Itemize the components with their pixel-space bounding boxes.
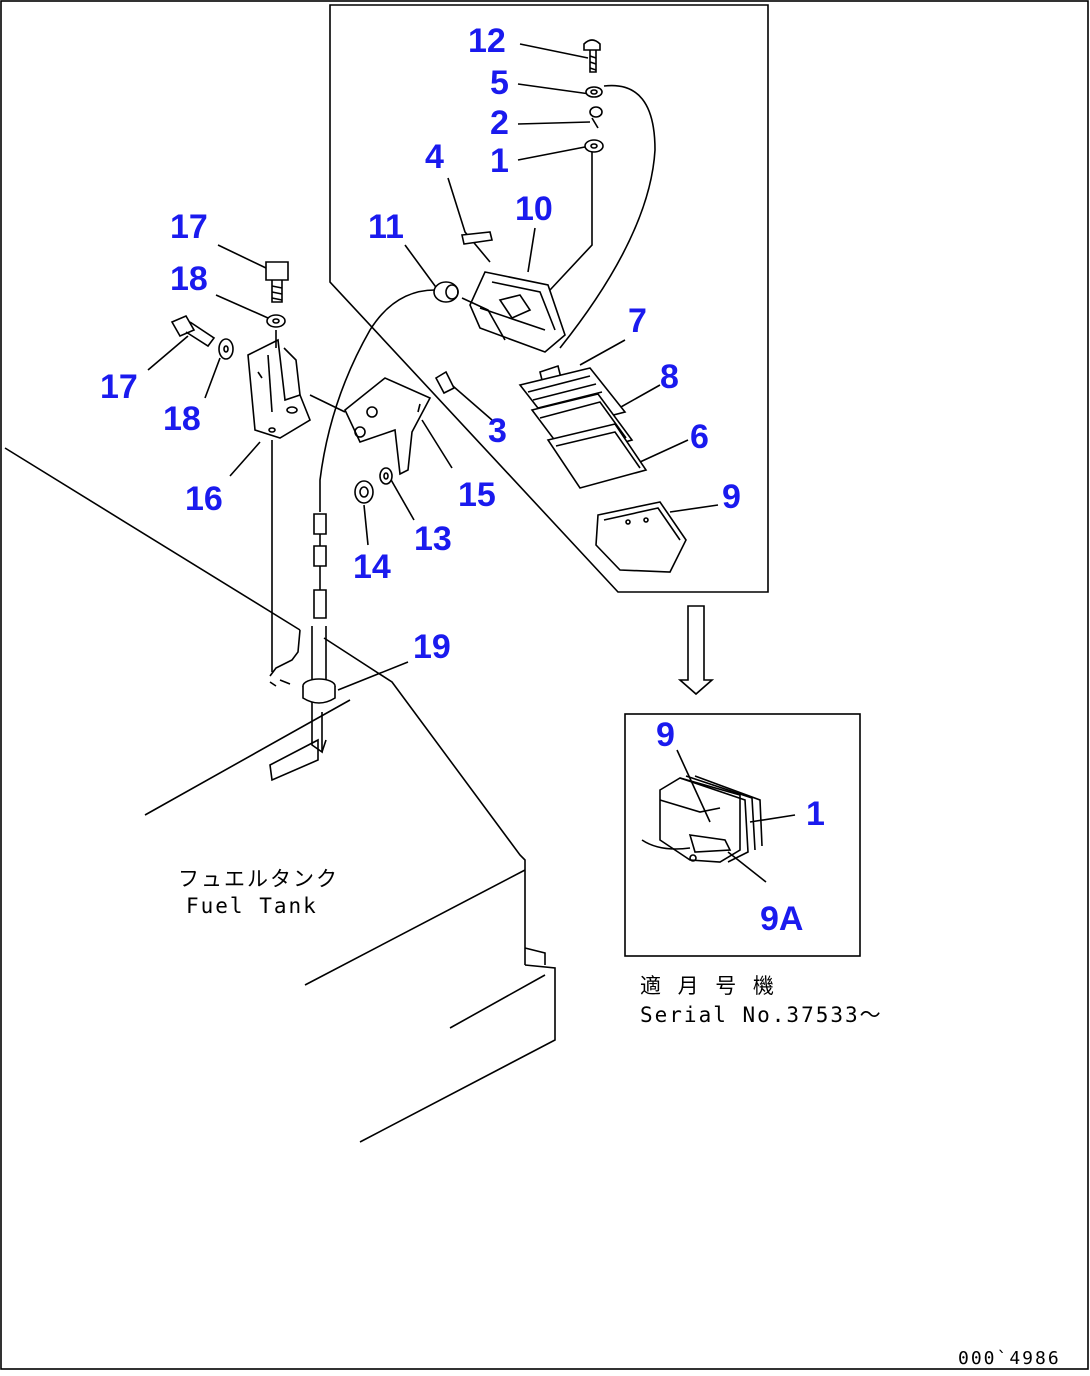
callout-10: 10 <box>515 190 553 228</box>
callout-12: 12 <box>468 22 506 60</box>
wire-connectors <box>311 513 327 680</box>
callout-17-top: 17 <box>170 208 208 246</box>
fuel-tank-label-en: Fuel Tank <box>186 894 318 918</box>
washer-13 <box>379 467 393 485</box>
pin-3 <box>434 370 456 395</box>
callout-7: 7 <box>628 302 647 340</box>
callout-11: 11 <box>368 208 404 246</box>
callout-8: 8 <box>660 358 679 396</box>
spring-washer-2 <box>589 106 603 129</box>
callout-3: 3 <box>488 412 507 450</box>
callout-14: 14 <box>353 548 391 586</box>
callout-labels: 12 5 2 1 4 10 11 17 18 17 18 16 7 8 3 6 … <box>100 22 825 938</box>
bracket-15 <box>344 377 432 476</box>
callout-16: 16 <box>185 480 223 518</box>
wire-lower <box>319 289 436 512</box>
drawing-code: 000`4986 <box>958 1348 1061 1369</box>
serial-label-en: Serial No.37533～ <box>640 1003 883 1027</box>
bolt-17-vertical <box>265 261 289 303</box>
serial-label-jp: 適 月 号 機 <box>640 974 776 998</box>
callout-18-top: 18 <box>170 260 208 298</box>
cover-9 <box>595 501 687 573</box>
callout-17-left: 17 <box>100 368 138 406</box>
fuel-tank <box>4 447 556 1143</box>
callout-4: 4 <box>425 138 444 176</box>
washer-1 <box>584 139 604 153</box>
callout-15: 15 <box>458 476 496 514</box>
bolt-17-horizontal <box>170 314 216 348</box>
arrow-down <box>677 605 715 696</box>
leader-19 <box>337 661 409 691</box>
bracket-16 <box>247 338 311 439</box>
bracket-link <box>309 394 346 413</box>
washer-5 <box>585 86 603 98</box>
callout-18-left: 18 <box>163 400 201 438</box>
callout-1: 1 <box>490 142 509 180</box>
inset-box <box>624 713 861 957</box>
callout-19: 19 <box>413 628 451 666</box>
bolt-12 <box>583 39 601 73</box>
wire-upper <box>559 84 656 349</box>
washer-18-horizontal <box>218 338 234 360</box>
detail-box <box>329 4 769 593</box>
callout-inset-9: 9 <box>656 716 675 754</box>
fuel-tank-label-jp: フュエルタンク <box>178 867 339 891</box>
tank-mark <box>269 679 291 687</box>
bolt-axis <box>271 330 277 672</box>
nut-14 <box>354 480 374 504</box>
grommet-11 <box>433 281 459 303</box>
callout-9: 9 <box>722 478 741 516</box>
callout-13: 13 <box>414 520 452 558</box>
callout-inset-1: 1 <box>806 795 825 833</box>
callout-5: 5 <box>490 64 509 102</box>
washer-18-vertical <box>266 314 286 328</box>
callout-6: 6 <box>690 418 709 456</box>
lamp-housing-10 <box>469 271 566 353</box>
sender-unit-19 <box>302 678 336 754</box>
callout-2: 2 <box>490 104 509 142</box>
callout-inset-9a: 9A <box>760 900 803 938</box>
gasket-4 <box>461 231 493 245</box>
gasket-6 <box>546 423 648 489</box>
notes: フュエルタンク Fuel Tank 適 月 号 機 Serial No.3753… <box>178 867 1061 1369</box>
